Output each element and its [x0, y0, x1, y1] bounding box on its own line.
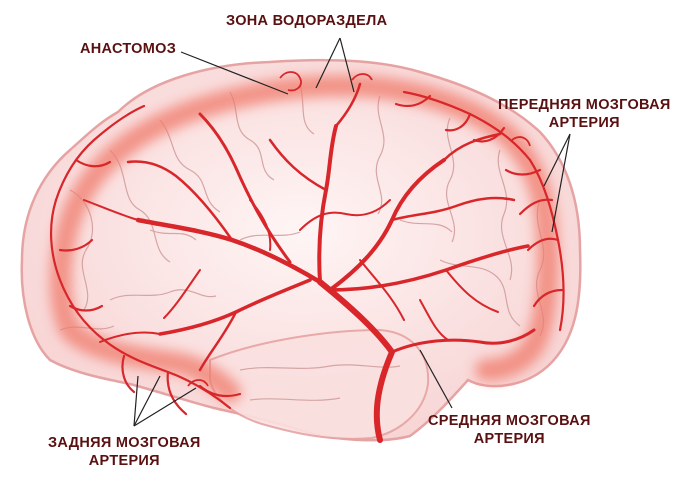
leader-lines — [133, 37, 571, 427]
anterior-cerebral-artery-branches — [394, 90, 565, 332]
anastomosis-loops — [187, 71, 531, 387]
watershed-zone-label: ЗОНА ВОДОРАЗДЕЛА — [226, 13, 388, 29]
posterior-cerebral-artery-line2: АРТЕРИЯ — [88, 453, 160, 469]
brain-hemisphere — [20, 58, 582, 442]
posterior-cerebral-artery-branches — [49, 104, 242, 416]
anterior-cerebral-artery-line1: ПЕРЕДНЯЯ МОЗГОВАЯ — [498, 97, 671, 113]
temporal-lobe — [209, 328, 430, 440]
posterior-cerebral-artery-line1: ЗАДНЯЯ МОЗГОВАЯ — [48, 435, 201, 451]
anterior-cerebral-artery-line2: АРТЕРИЯ — [548, 115, 620, 131]
middle-cerebral-artery-line2: АРТЕРИЯ — [473, 431, 545, 447]
anastomosis-label: АНАСТОМОЗ — [80, 41, 177, 57]
middle-cerebral-artery-branches — [83, 82, 536, 443]
posterior-cerebral-artery-label: ЗАДНЯЯ МОЗГОВАЯ АРТЕРИЯ — [48, 434, 201, 470]
middle-cerebral-artery-line1: СРЕДНЯЯ МОЗГОВАЯ — [428, 413, 591, 429]
middle-cerebral-artery-label: СРЕДНЯЯ МОЗГОВАЯ АРТЕРИЯ — [428, 412, 591, 448]
anterior-cerebral-artery-label: ПЕРЕДНЯЯ МОЗГОВАЯ АРТЕРИЯ — [498, 96, 671, 132]
